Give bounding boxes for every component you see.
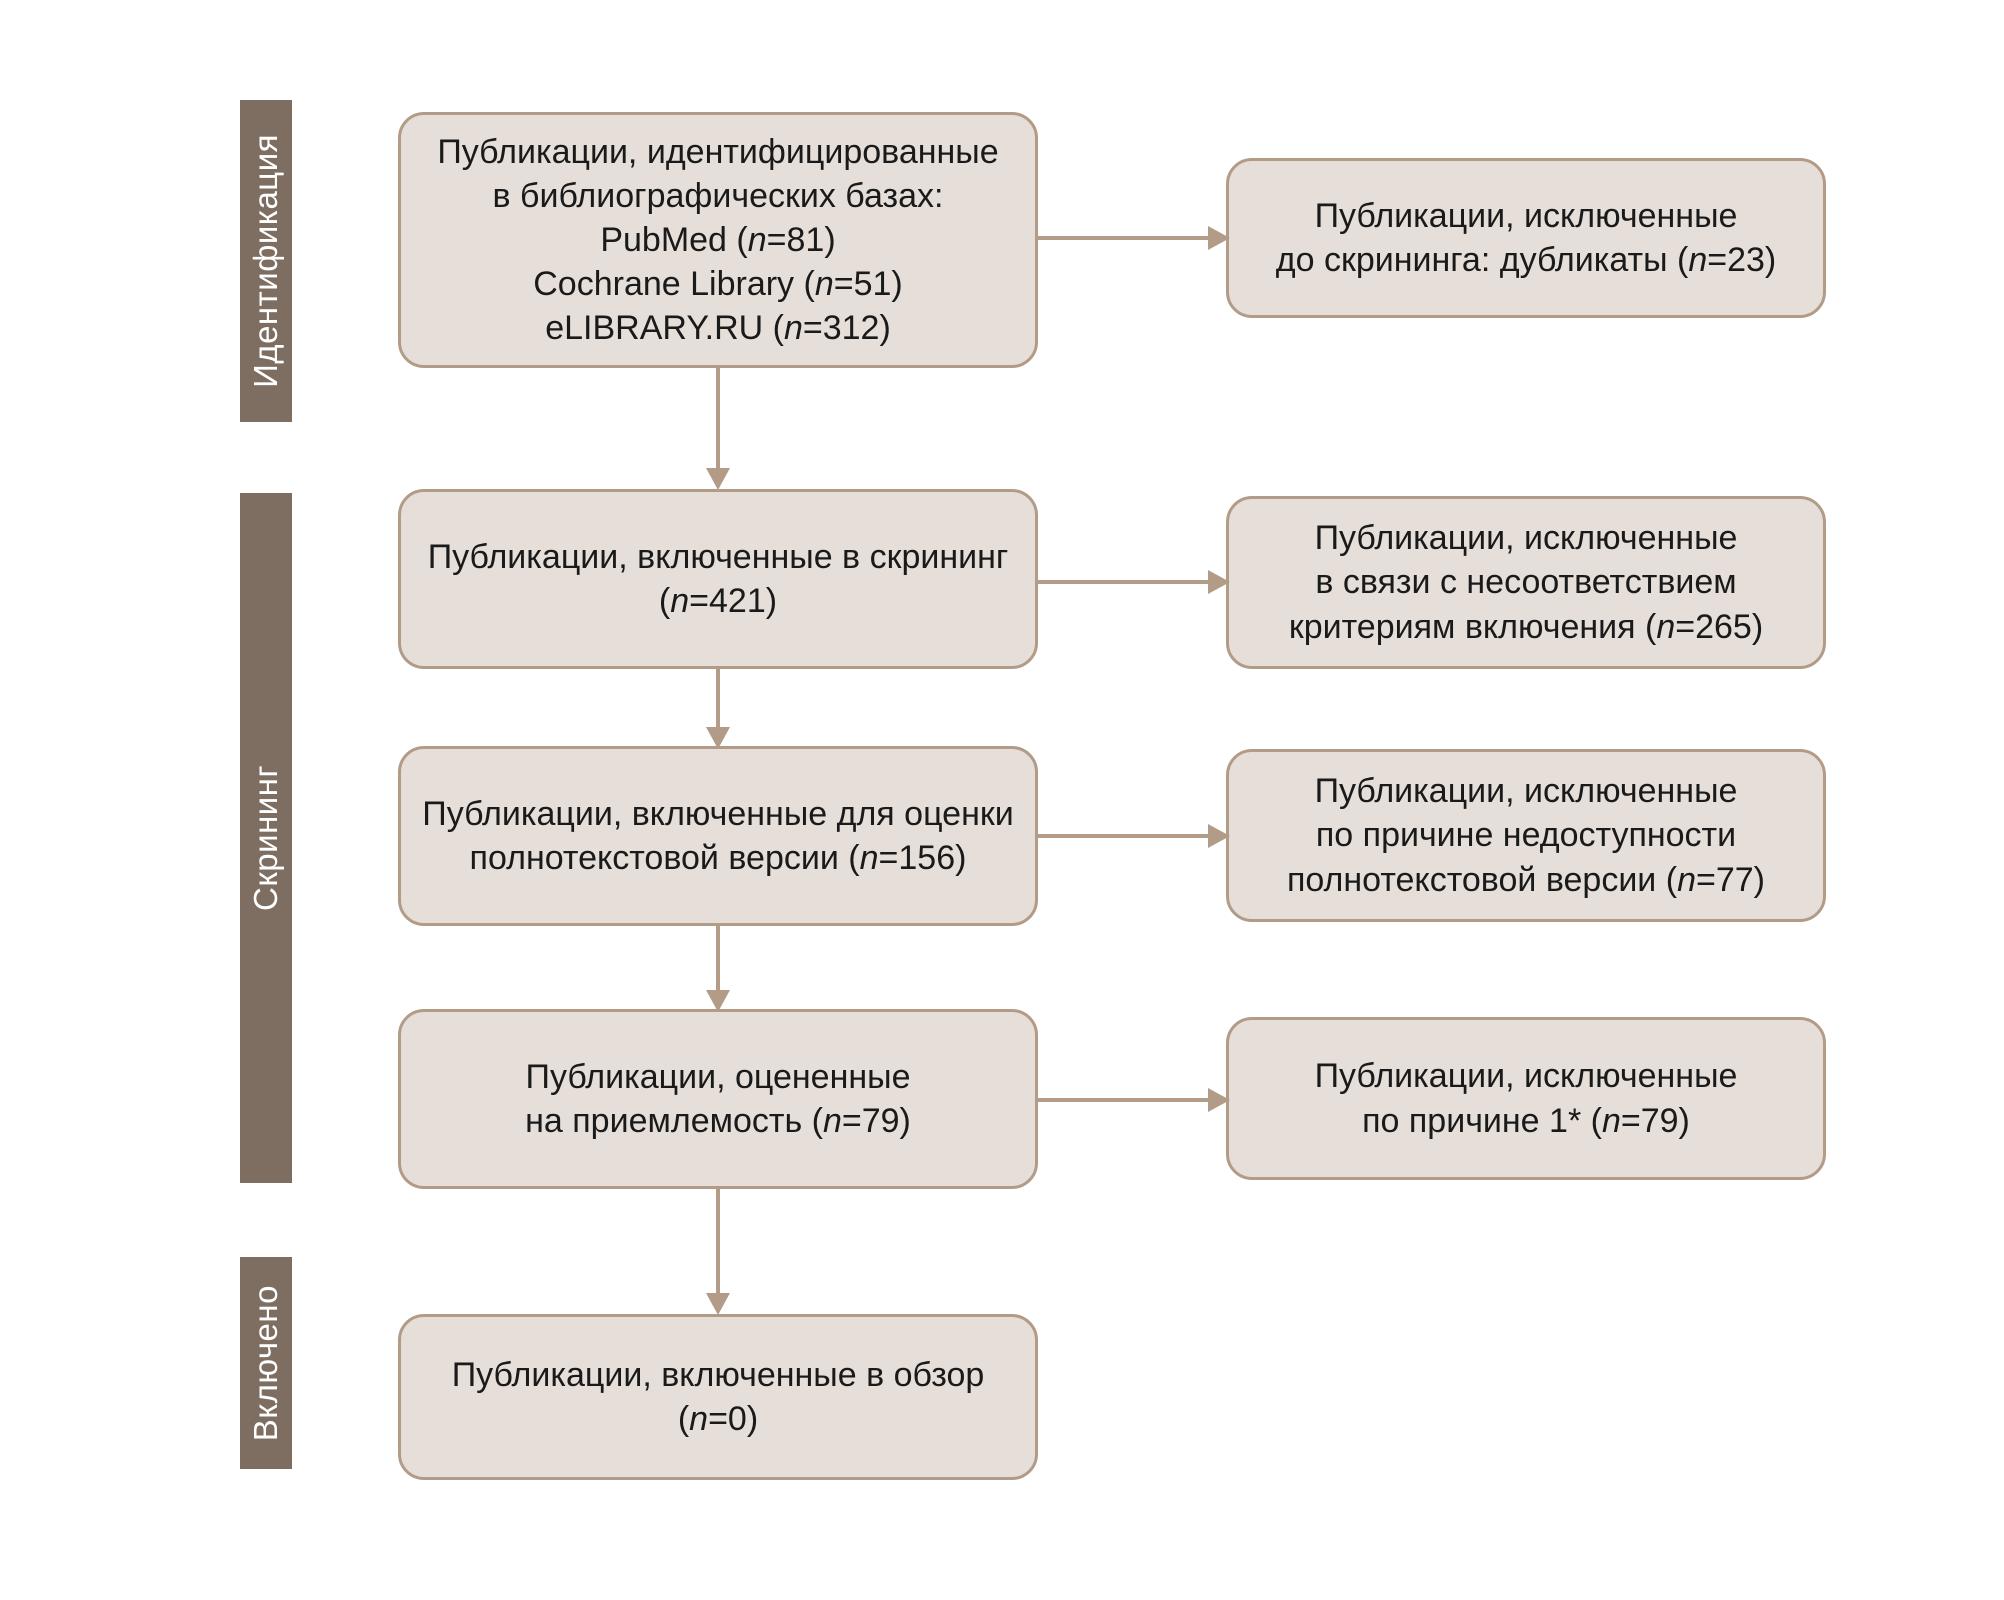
stage-bar-included: Включено: [240, 1257, 292, 1469]
stage-label-included: Включено: [247, 1284, 284, 1442]
connector-screened-to-fulltext: [702, 669, 734, 749]
connector-identified-to-screened: [702, 368, 734, 490]
connector-eligibility-to-reason1: [1038, 1084, 1230, 1116]
connector-identified-to-duplicates: [1038, 222, 1230, 254]
stage-label-screening: Скрининг: [247, 765, 284, 911]
stage-bar-identification: Идентификация: [240, 100, 292, 422]
box-screened-text: Публикации, включенные в скрининг(n=421): [427, 537, 1009, 620]
stage-label-identification: Идентификация: [247, 134, 284, 388]
box-included-in-review[interactable]: Публикации, включенные в обзор(n=0): [398, 1314, 1038, 1480]
connector-screened-to-criteria: [1038, 566, 1230, 598]
connector-eligibility-to-included: [702, 1189, 734, 1315]
connector-fulltext-to-unavailable: [1038, 820, 1230, 852]
stage-bar-screening: Скрининг: [240, 493, 292, 1183]
connector-fulltext-to-eligibility: [702, 926, 734, 1012]
box-included-in-review-text: Публикации, включенные в обзор(n=0): [451, 1355, 985, 1438]
box-screened[interactable]: Публикации, включенные в скрининг(n=421): [398, 489, 1038, 669]
